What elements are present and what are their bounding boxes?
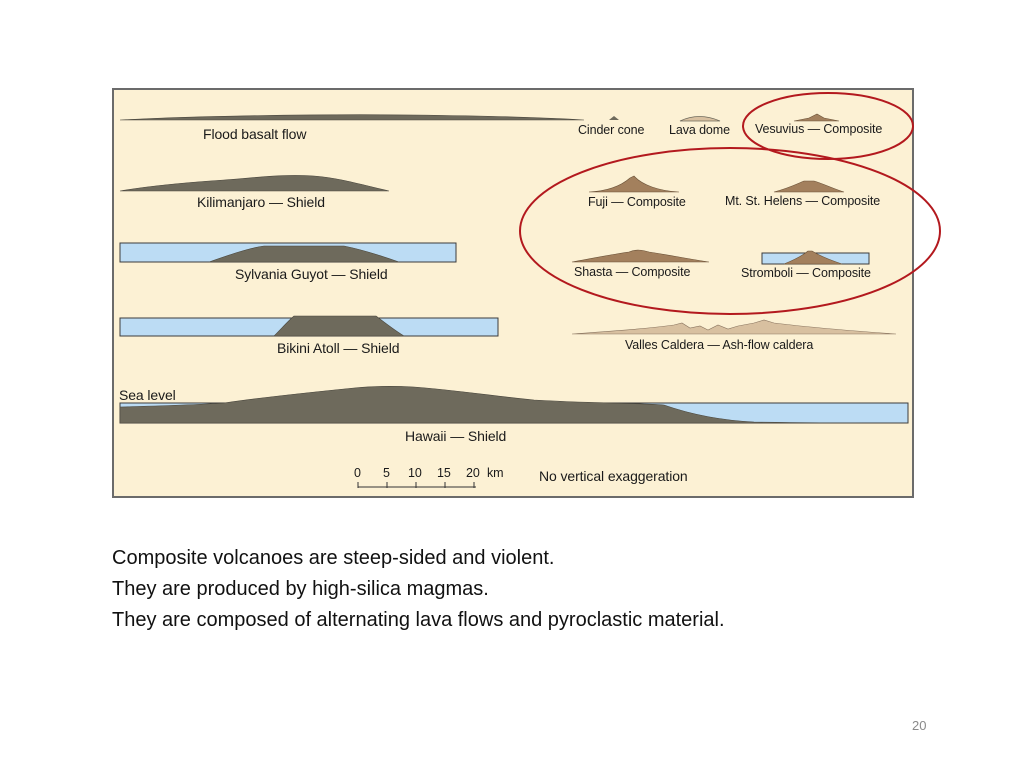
flood-basalt-profile [119, 114, 585, 121]
slide-number: 20 [912, 718, 927, 733]
bikini-atoll-profile [273, 315, 406, 337]
lava-dome-profile [679, 116, 721, 122]
vesuvius-profile [793, 113, 840, 122]
st-helens-profile [773, 180, 845, 193]
cinder-cone-label: Cinder cone [578, 123, 645, 137]
hawaii-label: Hawaii — Shield [405, 428, 507, 444]
lava-dome-label: Lava dome [669, 123, 730, 137]
scale-tick-15: 15 [437, 466, 451, 480]
kilimanjaro-profile [119, 175, 390, 192]
volcano-profiles-diagram [119, 113, 909, 488]
caption-line-2: They are produced by high-silica magmas. [112, 578, 489, 600]
valles-caldera-label: Valles Caldera — Ash-flow caldera [625, 338, 814, 352]
slide-caption: Composite volcanoes are steep-sided and … [112, 543, 832, 636]
stromboli-label: Stromboli — Composite [741, 266, 871, 280]
sea-level-label: Sea level [119, 387, 176, 403]
scale-bar [357, 482, 476, 488]
fuji-profile [588, 175, 680, 193]
shasta-profile [571, 249, 710, 263]
shasta-label: Shasta — Composite [574, 265, 691, 279]
flood-basalt-label: Flood basalt flow [203, 126, 307, 142]
caption-line-3: They are composed of alternating lava fl… [112, 609, 725, 631]
scale-tick-0: 0 [354, 466, 361, 480]
vesuvius-label: Vesuvius — Composite [755, 122, 883, 136]
fuji-label: Fuji — Composite [588, 195, 686, 209]
scale-tick-20: 20 [466, 466, 480, 480]
scale-tick-10: 10 [408, 466, 422, 480]
valles-caldera-profile [571, 319, 897, 335]
caption-line-1: Composite volcanoes are steep-sided and … [112, 547, 555, 569]
kilimanjaro-label: Kilimanjaro — Shield [197, 194, 325, 210]
scale-tick-5: 5 [383, 466, 390, 480]
scale-unit-label: km [487, 466, 504, 480]
sylvania-guyot-profile [208, 245, 400, 263]
sylvania-guyot-label: Sylvania Guyot — Shield [235, 266, 388, 282]
volcano-profiles-figure: Flood basalt flow Cinder cone Lava dome … [112, 88, 914, 498]
hawaii-profile [119, 386, 909, 424]
st-helens-label: Mt. St. Helens — Composite [725, 194, 881, 208]
bikini-atoll-label: Bikini Atoll — Shield [277, 340, 400, 356]
no-vertical-exaggeration-label: No vertical exaggeration [539, 468, 688, 484]
cinder-cone-profile [609, 116, 619, 120]
